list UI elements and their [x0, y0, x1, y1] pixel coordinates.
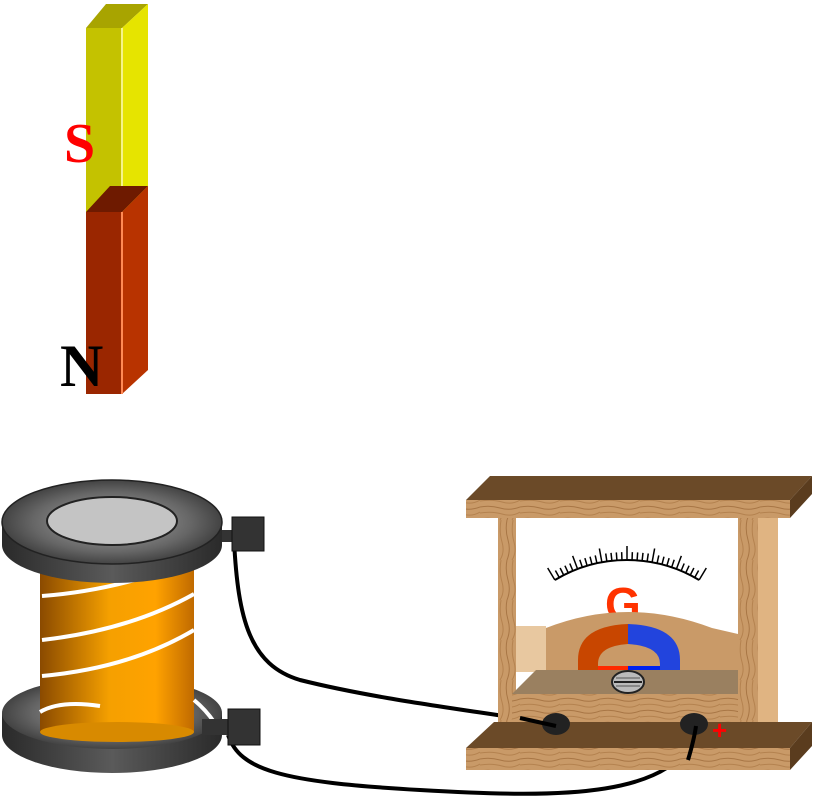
scale-arc — [554, 559, 700, 581]
galvanometer-terminal-plus[interactable] — [680, 713, 708, 735]
magnet-north-top-face — [86, 186, 148, 212]
galvanometer-scale — [547, 546, 707, 581]
magnet-south-front-face — [86, 28, 122, 212]
scale-tick — [554, 570, 560, 578]
south-pole-label: S — [64, 113, 95, 175]
galvanometer-base-top — [466, 722, 812, 748]
scale-tick — [656, 555, 660, 564]
magnet-south-side-face — [122, 4, 148, 212]
scale-tick — [646, 553, 650, 562]
galvanometer-base-front — [466, 748, 790, 770]
scale-tick — [571, 555, 579, 570]
scale-tick — [589, 556, 593, 565]
scale-tick — [615, 552, 618, 561]
scale-tick — [584, 557, 588, 567]
scale-tick — [604, 553, 608, 562]
scale-tick — [675, 555, 683, 570]
scale-tick — [641, 552, 644, 561]
scale-tick — [680, 563, 685, 572]
scale-tick — [636, 552, 639, 561]
magnet-north-front-face — [86, 212, 122, 394]
coil-terminal-bottom[interactable] — [202, 708, 261, 746]
plus-terminal-label: + — [712, 715, 727, 745]
scale-tick — [698, 567, 707, 581]
wire-bottom — [226, 723, 702, 796]
scale-tick — [569, 563, 574, 572]
galvanometer-top-board-front — [466, 500, 790, 518]
coil-terminal-top[interactable] — [222, 516, 265, 552]
scale-tick — [559, 567, 565, 576]
galvanometer-left-post — [498, 518, 516, 746]
bar-magnet[interactable] — [86, 4, 148, 394]
magnet-south-top-face — [86, 4, 148, 28]
scale-tick — [661, 556, 665, 565]
scale-tick — [670, 559, 675, 568]
galvanometer[interactable]: G + — [466, 476, 812, 770]
scale-tick — [610, 552, 613, 561]
wire-top — [232, 539, 556, 726]
solenoid-coil[interactable] — [1, 479, 265, 773]
magnet-north-side-face — [122, 186, 148, 394]
scale-tick — [598, 548, 603, 563]
scale-tick — [547, 567, 556, 581]
north-pole-label: N — [60, 333, 103, 399]
scale-tick — [594, 555, 598, 564]
pivot-screw — [611, 670, 645, 694]
scale-tick — [689, 567, 695, 576]
scale-tick — [694, 570, 700, 578]
coil-core-opening — [46, 496, 178, 546]
scale-tick — [685, 565, 690, 574]
galvanometer-right-post — [756, 518, 778, 730]
scale-tick — [666, 557, 670, 567]
scale-tick — [651, 548, 656, 563]
scale-tick — [579, 559, 584, 568]
scale-tick — [564, 565, 569, 574]
galvanometer-top-board-top — [466, 476, 812, 500]
